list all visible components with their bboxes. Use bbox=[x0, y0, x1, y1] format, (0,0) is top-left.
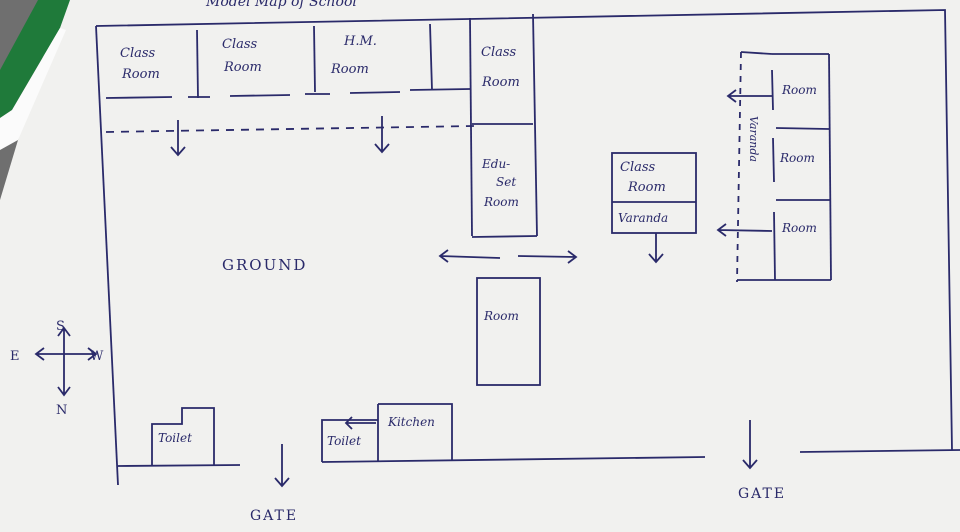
room-right-2: Room bbox=[779, 151, 815, 165]
class-room-3-line2: Room bbox=[481, 75, 520, 90]
arrow-down-3 bbox=[648, 233, 664, 264]
partition-1 bbox=[196, 29, 199, 99]
left-wall bbox=[95, 25, 119, 486]
bottom-wall-right bbox=[799, 449, 960, 453]
edu-set-room-line2: Set bbox=[496, 175, 516, 189]
gate-arrow-left bbox=[274, 444, 290, 488]
toilet-left-box bbox=[151, 407, 215, 466]
right-block-left-1 bbox=[771, 69, 774, 111]
class-room-2-line2: Room bbox=[223, 60, 262, 75]
class-room-2-line1: Class bbox=[222, 37, 258, 52]
arrow-left-2 bbox=[716, 223, 773, 237]
gate-left-label: GATE bbox=[250, 508, 298, 524]
class-room-4-line2: Room bbox=[627, 180, 666, 195]
class-room-4-line1: Class bbox=[620, 160, 656, 175]
partition-5 bbox=[532, 13, 538, 237]
partition-4 bbox=[469, 17, 473, 237]
room-right-1: Room bbox=[781, 83, 817, 97]
compass-east: E bbox=[10, 349, 20, 364]
right-block-right bbox=[828, 53, 832, 281]
verandah-dashed-line bbox=[105, 125, 475, 133]
varanda-vertical-label: Varanda bbox=[747, 116, 760, 162]
vertical-varanda-dashed bbox=[736, 51, 742, 283]
room-center: Room bbox=[483, 309, 519, 323]
hm-room-line1: H.M. bbox=[343, 34, 377, 49]
room-base-6 bbox=[409, 88, 471, 91]
center-room-box bbox=[476, 277, 541, 386]
room-base-3 bbox=[229, 94, 291, 97]
bottom-wall-left bbox=[117, 464, 241, 467]
class-room-3-line1: Class bbox=[481, 45, 517, 60]
header-partial: Model Map of School bbox=[205, 0, 357, 10]
toilet-right-label: Toilet bbox=[327, 434, 361, 448]
gate-arrow-right bbox=[742, 420, 758, 470]
toilet-left-label: Toilet bbox=[158, 431, 192, 445]
compass-west: W bbox=[90, 349, 104, 364]
compass-south: S bbox=[56, 319, 65, 334]
gate-right-label: GATE bbox=[738, 486, 786, 502]
right-block-left-3 bbox=[773, 211, 776, 281]
toilet-right-box bbox=[321, 419, 378, 462]
right-block-left-2 bbox=[772, 137, 775, 183]
compass-arrows bbox=[34, 326, 98, 397]
class-room-4-box bbox=[611, 152, 697, 234]
partition-2 bbox=[313, 25, 316, 93]
bottom-wall-mid bbox=[321, 456, 706, 463]
arrow-down-1 bbox=[170, 120, 186, 157]
varanda-small-label: Varanda bbox=[618, 211, 668, 225]
outer-boundary bbox=[95, 9, 953, 451]
binder-green-strip bbox=[0, 0, 70, 118]
ground-label: GROUND bbox=[222, 256, 307, 274]
arrow-left-1 bbox=[726, 89, 772, 103]
room-base-5 bbox=[349, 91, 401, 94]
edu-set-room-line3: Room bbox=[483, 195, 519, 209]
arrow-down-2 bbox=[374, 116, 390, 154]
outline-group bbox=[34, 9, 960, 488]
room-right-3: Room bbox=[781, 221, 817, 235]
double-arrow-center bbox=[438, 249, 578, 264]
compass-north: N bbox=[56, 403, 67, 418]
right-block-div-1 bbox=[775, 127, 830, 130]
class-room-1-line1: Class bbox=[120, 46, 156, 61]
edu-room-bottom bbox=[471, 235, 538, 238]
partition-3 bbox=[429, 23, 433, 91]
arrow-left-toilet bbox=[344, 416, 376, 430]
vertical-varanda-top bbox=[740, 51, 773, 55]
kitchen-label: Kitchen bbox=[387, 415, 435, 429]
room-base-1 bbox=[105, 96, 173, 99]
kitchen-box bbox=[378, 403, 453, 460]
binder-white-strip bbox=[0, 28, 66, 150]
edu-set-room-line1: Edu- bbox=[481, 157, 510, 171]
hm-room-line2: Room bbox=[330, 62, 369, 77]
class-room-1-line2: Room bbox=[121, 67, 160, 82]
